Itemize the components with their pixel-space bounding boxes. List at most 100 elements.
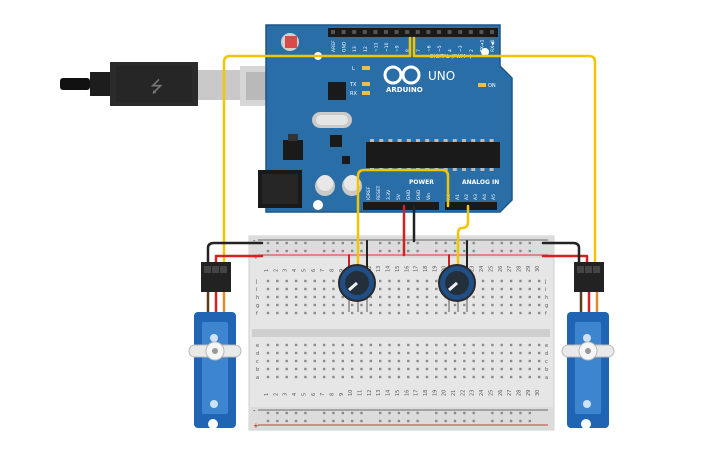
rail-hole [472, 241, 475, 245]
breadboard-hole [519, 287, 522, 291]
column-label: 5 [301, 393, 307, 396]
breadboard-hole [388, 295, 391, 299]
breadboard-hole [528, 359, 531, 363]
servo-right[interactable] [561, 262, 615, 429]
rail-hole [435, 411, 438, 415]
breadboard-hole [397, 375, 401, 379]
breadboard-hole [322, 359, 326, 363]
rail-hole [407, 411, 410, 415]
breadboard-hole [276, 303, 279, 307]
wire-right-servo-ground [541, 241, 581, 266]
board-model-label: UNO [428, 69, 455, 83]
breadboard-hole [388, 303, 391, 307]
rail-hole [285, 241, 288, 245]
digital-pin-label: ~3 [458, 45, 464, 52]
wires[interactable] [206, 36, 597, 270]
digital-pin-label: 7 [416, 49, 422, 52]
breadboard-hole [491, 311, 494, 315]
breadboard-hole [360, 351, 363, 355]
breadboard-hole [537, 375, 541, 379]
breadboard-hole [519, 279, 522, 283]
breadboard-hole [537, 351, 541, 355]
power-pin-label: IOREF [366, 186, 372, 200]
breadboard-hole [276, 351, 279, 355]
breadboard-hole [285, 287, 288, 291]
power-pin-label: GND [406, 189, 412, 200]
digital-pin-label: AREF [331, 40, 337, 52]
breadboard-hole [416, 287, 419, 291]
breadboard-hole [379, 375, 382, 379]
rail-hole [528, 241, 531, 245]
chip-pin [443, 139, 448, 142]
rail-hole [416, 241, 419, 245]
breadboard-hole [519, 375, 522, 379]
rail-hole [472, 411, 475, 415]
servo-left[interactable] [188, 262, 242, 429]
breadboard-hole [313, 351, 316, 355]
breadboard-hole [397, 343, 401, 347]
breadboard-hole [491, 351, 494, 355]
rail-hole [463, 241, 466, 245]
column-label: 25 [488, 266, 494, 272]
breadboard-hole [435, 295, 438, 299]
digital-pin-label: 2 [469, 49, 475, 52]
digital-pin-label: ~6 [426, 45, 432, 52]
potentiometer-right[interactable] [438, 264, 476, 312]
rail-hole [519, 419, 522, 423]
rail-hole [276, 249, 279, 253]
breadboard-hole [425, 367, 429, 371]
column-label: 30 [535, 266, 541, 272]
column-label: 3 [283, 393, 289, 396]
column-label: 6 [311, 393, 317, 396]
breadboard-hole [369, 375, 373, 379]
breadboard-hole [435, 367, 438, 371]
breadboard-hole [276, 367, 279, 371]
breadboard-hole [304, 287, 307, 291]
breadboard-hole [350, 311, 354, 315]
rail-hole [341, 241, 344, 245]
breadboard-hole [322, 375, 326, 379]
column-label: 19 [432, 390, 438, 396]
usb-cable[interactable]: ⭍ [60, 62, 298, 106]
breadboard-hole [416, 351, 419, 355]
breadboard-hole [294, 287, 298, 291]
row-label: h [256, 295, 259, 301]
breadboard-hole [407, 367, 410, 371]
breadboard-hole [416, 279, 419, 283]
breadboard-hole [294, 303, 298, 307]
rail-hole [266, 249, 270, 253]
rail-hole [519, 249, 522, 253]
breadboard-hole [463, 367, 466, 371]
breadboard-hole [463, 303, 466, 307]
column-label: 8 [329, 269, 335, 272]
breadboard-hole [350, 367, 354, 371]
digital-pin-13 [468, 30, 473, 34]
row-label: d [545, 351, 548, 357]
breadboard-hole [435, 351, 438, 355]
breadboard-hole [491, 279, 494, 283]
breadboard-hole [341, 375, 344, 379]
digital-pin-label: ~5 [437, 45, 443, 52]
breadboard-hole [313, 287, 316, 291]
breadboard-hole [266, 375, 270, 379]
breadboard-hole [332, 343, 335, 347]
breadboard-hole [397, 303, 401, 307]
breadboard-hole [528, 367, 531, 371]
potentiometer-left[interactable] [338, 264, 376, 312]
chip-pin [471, 139, 476, 142]
breadboard-hole [388, 343, 391, 347]
rail-hole [304, 419, 307, 423]
rail-hole [350, 249, 354, 253]
analog-pin-label: A1 [455, 194, 461, 200]
rail-hole [491, 241, 494, 245]
breadboard-hole [304, 343, 307, 347]
row-label: c [256, 359, 259, 365]
row-label: f [256, 311, 258, 317]
digital-pin-label: 12 [363, 46, 369, 52]
column-label: 17 [414, 266, 420, 272]
rail-hole [276, 419, 279, 423]
breadboard-hole [360, 367, 363, 371]
wire-a0-left-pot [356, 168, 450, 270]
